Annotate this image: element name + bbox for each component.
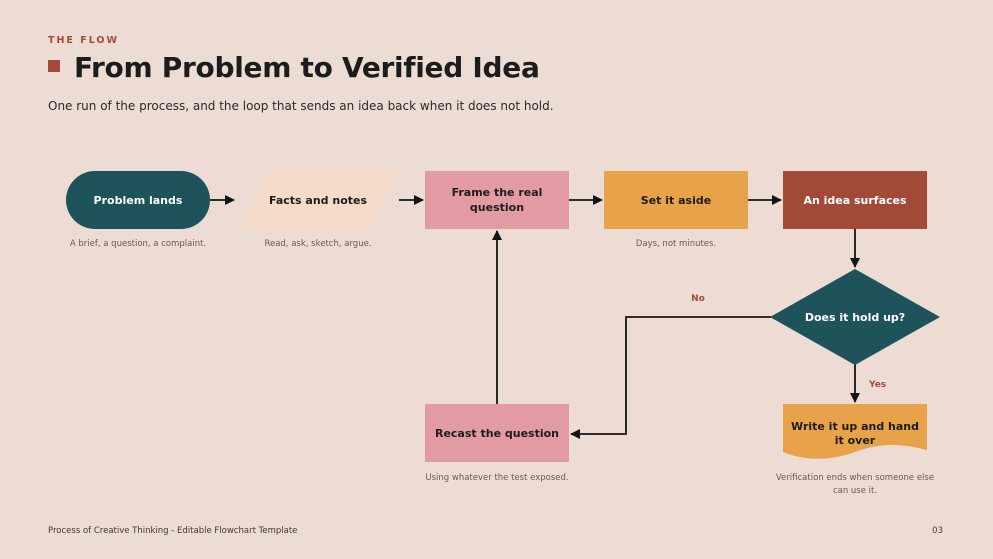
write-it-up-label-line1: Write it up and hand <box>791 420 919 433</box>
facts-and-notes-shape <box>240 171 397 229</box>
recast-question-shape <box>425 404 569 462</box>
idea-surfaces-shape <box>783 171 927 229</box>
node-facts-and-notes: Facts and notes Read, ask, sketch, argue… <box>240 171 397 249</box>
frame-question-shape <box>425 171 569 229</box>
frame-question-label-line1: Frame the real <box>452 186 543 199</box>
title-square-icon <box>48 60 60 72</box>
problem-lands-label: Problem lands <box>94 194 183 207</box>
write-it-up-caption-line1: Verification ends when someone else <box>776 473 934 483</box>
problem-lands-caption: A brief, a question, a complaint. <box>70 239 206 249</box>
arrow-decision-to-recast <box>570 316 771 439</box>
node-write-it-up: Write it up and hand it over Verificatio… <box>776 404 934 496</box>
edge-label-no: No <box>691 294 705 304</box>
decision-diamond-shape <box>770 269 940 365</box>
write-it-up-shape <box>783 404 927 459</box>
frame-question-label-line2: question <box>470 201 524 214</box>
edge-label-yes: Yes <box>868 380 886 390</box>
recast-question-caption: Using whatever the test exposed. <box>425 473 568 483</box>
problem-lands-shape <box>66 171 210 229</box>
node-recast-question: Recast the question Using whatever the t… <box>425 404 569 483</box>
facts-and-notes-caption: Read, ask, sketch, argue. <box>264 239 371 249</box>
node-problem-lands: Problem lands A brief, a question, a com… <box>66 171 210 249</box>
node-decision: Does it hold up? <box>770 269 940 365</box>
node-idea-surfaces: An idea surfaces <box>783 171 927 229</box>
write-it-up-caption-line2: can use it. <box>833 486 877 496</box>
footer-text: Process of Creative Thinking - Editable … <box>48 526 298 536</box>
page-subtitle: One run of the process, and the loop tha… <box>48 99 554 113</box>
page-number: 03 <box>932 526 943 536</box>
node-set-it-aside: Set it aside Days, not minutes. <box>604 171 748 249</box>
page-title: From Problem to Verified Idea <box>74 51 540 84</box>
eyebrow-label: THE FLOW <box>48 35 119 46</box>
set-it-aside-label: Set it aside <box>641 194 711 207</box>
recast-question-label: Recast the question <box>435 427 559 440</box>
node-frame-question: Frame the real question <box>425 171 569 229</box>
facts-and-notes-label: Facts and notes <box>269 194 368 207</box>
write-it-up-label-line2: it over <box>835 434 876 447</box>
idea-surfaces-label: An idea surfaces <box>803 194 907 207</box>
set-it-aside-shape <box>604 171 748 229</box>
connectors <box>210 195 860 439</box>
set-it-aside-caption: Days, not minutes. <box>636 239 716 249</box>
decision-label: Does it hold up? <box>805 311 905 324</box>
